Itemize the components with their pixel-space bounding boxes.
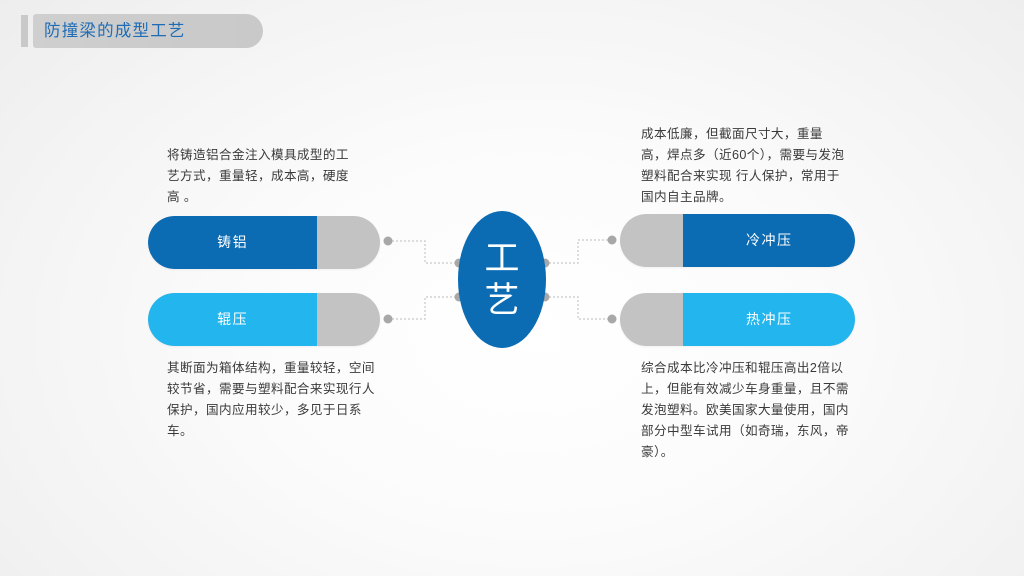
- connector-rechongya: [545, 296, 612, 320]
- node-pill-rechongya[interactable]: 热冲压: [620, 293, 855, 346]
- description-lengchongya: 成本低廉，但截面尺寸大，重量高，焊点多（近60个），需要与发泡塑料配合来实现 行…: [641, 127, 845, 204]
- center-node-ellipse[interactable]: 工 艺: [458, 211, 546, 348]
- title-banner: [33, 14, 263, 48]
- description-gunya: 其断面为箱体结构，重量较轻，空间较节省，需要与塑料配合来实现行人保护，国内应用较…: [167, 361, 375, 438]
- node-label-rechongya: 热冲压: [745, 311, 793, 327]
- header-accent-bar: [21, 15, 28, 47]
- connector-zhulv: [388, 240, 459, 264]
- connector-dot-gunya: [383, 314, 393, 324]
- connector-dot-lengchongya: [607, 235, 617, 245]
- page-title: 防撞梁的成型工艺: [44, 22, 186, 40]
- description-rechongya: 综合成本比冷冲压和辊压高出2倍以上，但能有效减少车身重量，且不需发泡塑料。欧美国…: [641, 361, 849, 459]
- node-label-zhulv: 铸铝: [217, 234, 249, 250]
- connector-lengchongya: [545, 239, 612, 264]
- center-node-label-line2: 艺: [484, 280, 520, 320]
- pill-accent-segment: [683, 214, 855, 267]
- center-node-label: 工 艺: [458, 211, 546, 348]
- node-label-lengchongya: 冷冲压: [745, 232, 793, 248]
- description-zhulv: 将铸造铝合金注入模具成型的工艺方式，重量轻，成本高，硬度高 。: [167, 148, 349, 204]
- center-node-label-line1: 工: [484, 239, 520, 279]
- pill-accent-segment: [148, 216, 318, 269]
- pill-accent-segment: [683, 293, 855, 346]
- node-label-gunya: 辊压: [217, 311, 249, 327]
- connector-gunya: [388, 296, 459, 320]
- connector-dot-rechongya: [607, 314, 617, 324]
- node-pill-gunya[interactable]: 辊压: [148, 293, 380, 346]
- node-pill-lengchongya[interactable]: 冷冲压: [620, 214, 855, 267]
- node-pill-zhulv[interactable]: 铸铝: [148, 216, 380, 269]
- connector-dot-zhulv: [383, 236, 393, 246]
- pill-accent-segment: [148, 293, 318, 346]
